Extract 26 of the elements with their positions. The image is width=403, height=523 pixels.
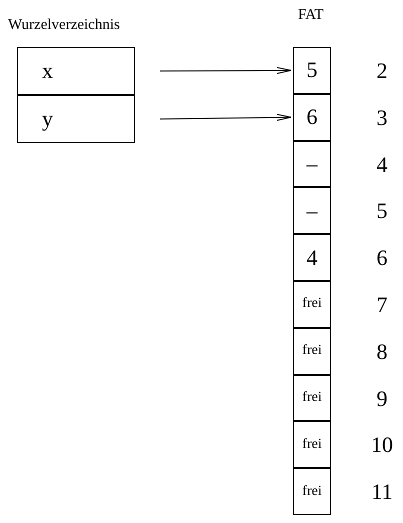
table-cell: x — [17, 47, 135, 95]
table-cell: 6 — [293, 94, 331, 141]
index-number: 10 — [370, 431, 394, 460]
index-number: 8 — [376, 338, 388, 366]
table-cell: – — [293, 187, 331, 234]
table-cell: frei — [293, 328, 331, 375]
index-number: 2 — [376, 57, 388, 85]
table-cell: frei — [293, 468, 331, 515]
table-cell: 5 — [293, 47, 331, 94]
index-number: 6 — [376, 244, 388, 272]
index-number: 9 — [376, 384, 388, 413]
arrow — [160, 114, 292, 121]
table-cell: y — [17, 95, 135, 143]
index-number: 5 — [376, 197, 388, 226]
index-number: 11 — [370, 478, 394, 506]
table-cell: frei — [293, 374, 331, 422]
table-cell: 4 — [293, 234, 331, 281]
arrow — [160, 66, 292, 74]
table-cell: frei — [293, 421, 331, 468]
table-cell: – — [293, 140, 331, 188]
table-heading: Wurzelverzeichnis — [8, 17, 120, 34]
table-heading: FAT — [298, 7, 324, 24]
index-number: 3 — [376, 104, 388, 132]
table-cell: frei — [293, 281, 331, 328]
index-number: 4 — [376, 150, 388, 179]
index-number: 7 — [376, 291, 388, 319]
